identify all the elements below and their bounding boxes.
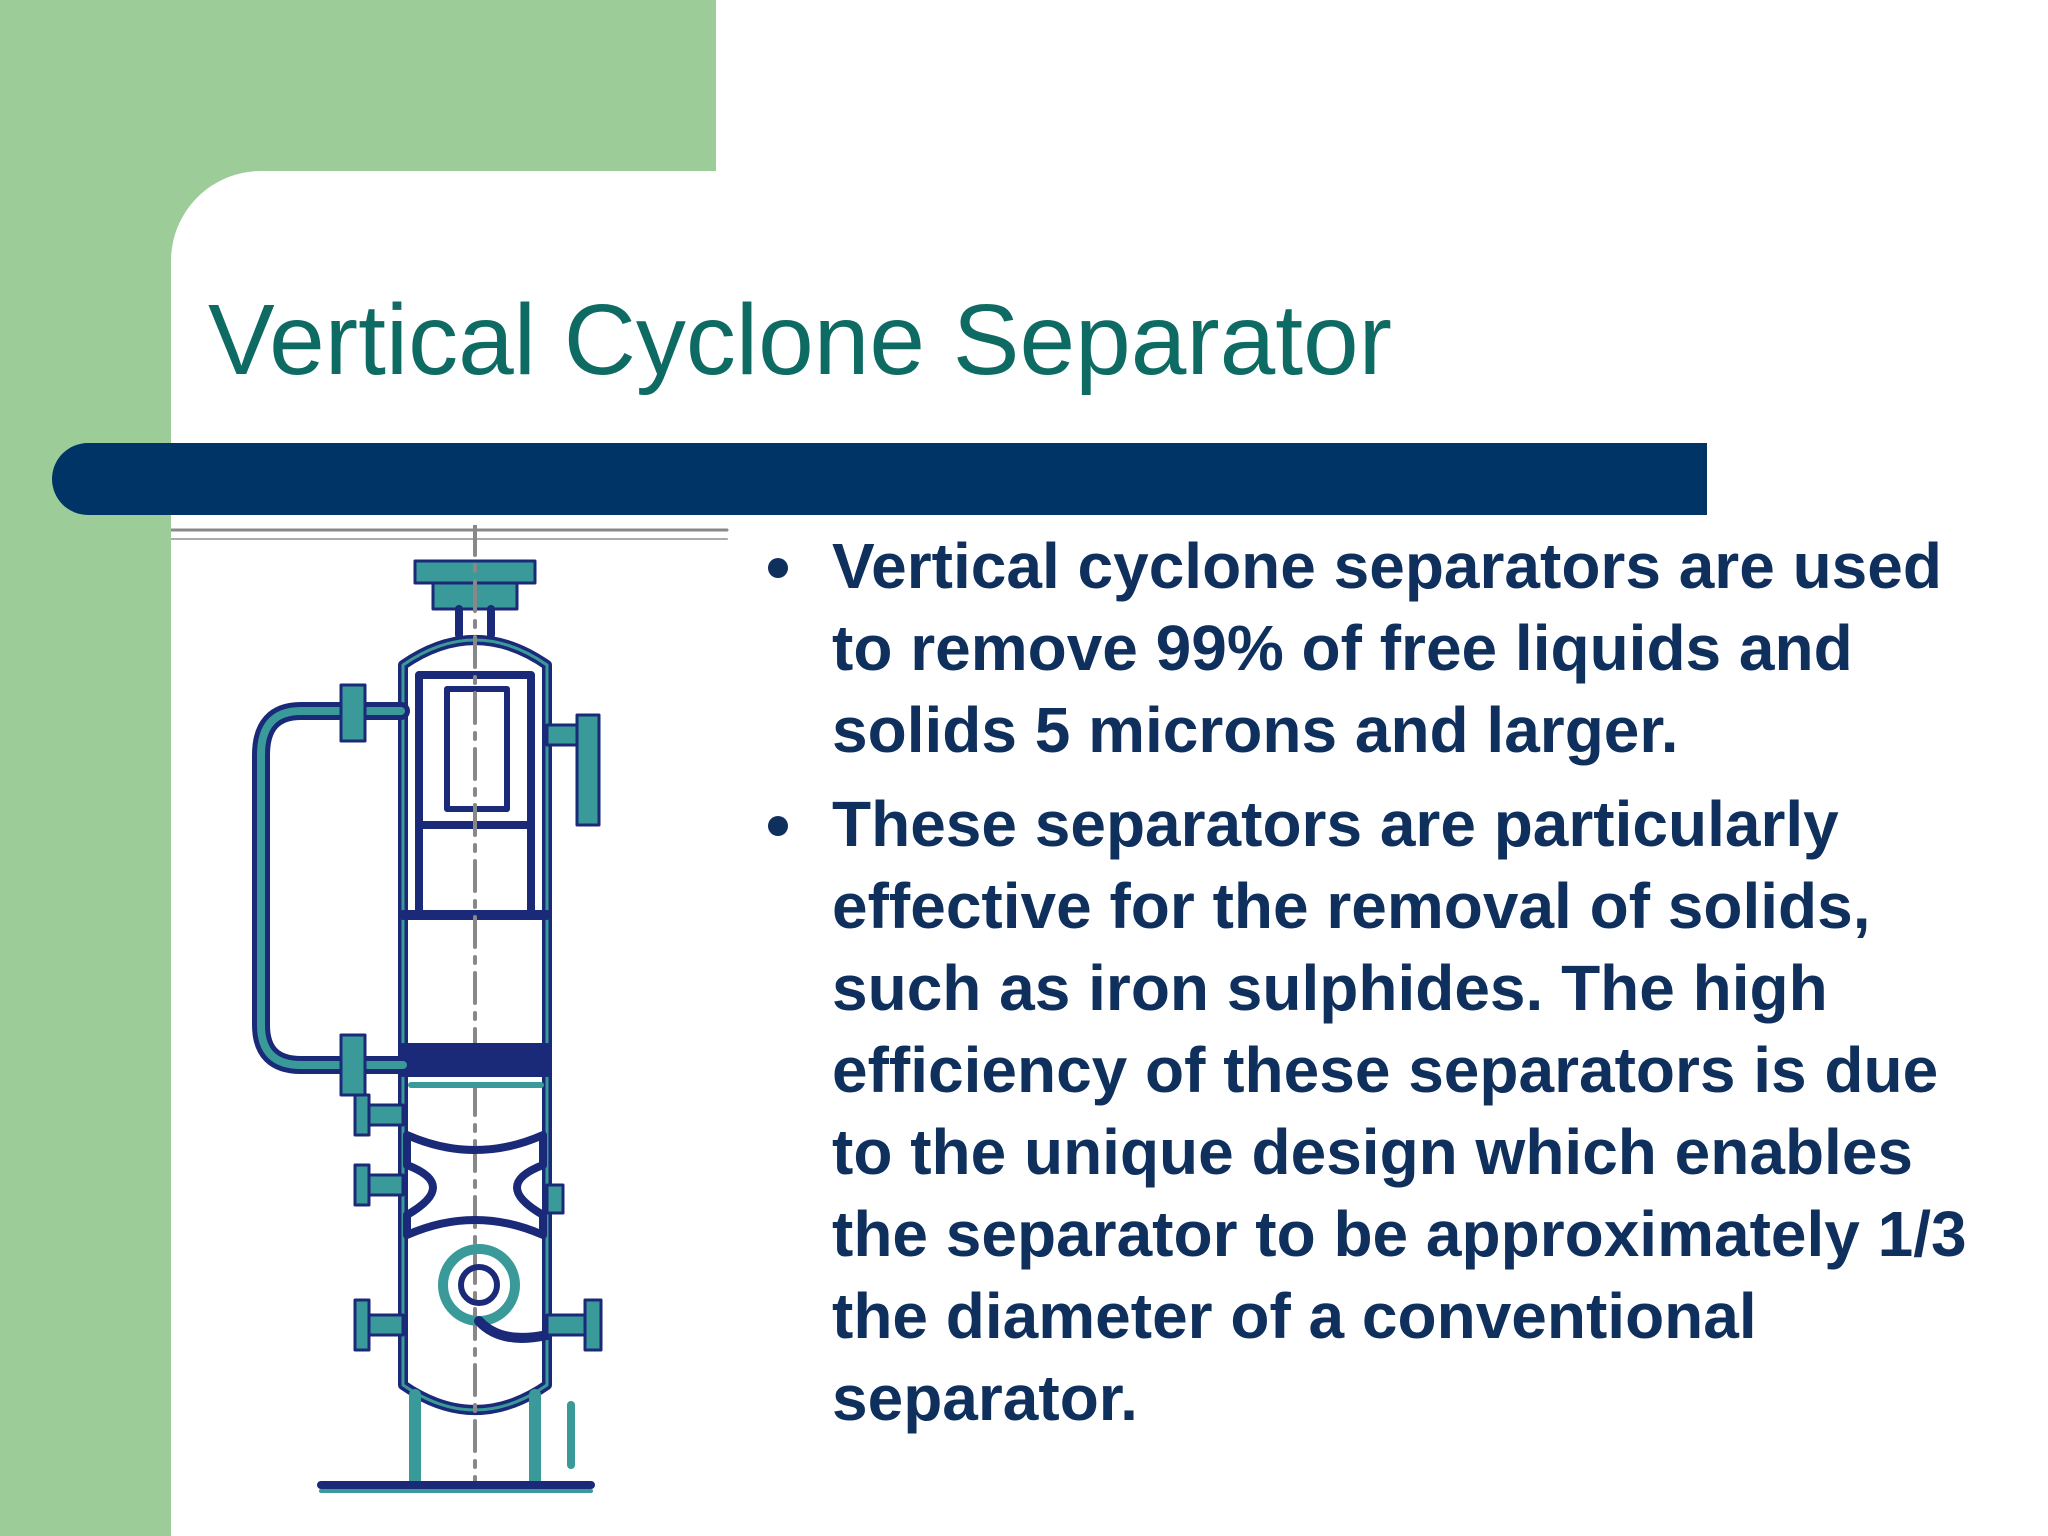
bullet-item: Vertical cyclone separators are used to … xyxy=(760,525,1990,771)
title-underline-bar xyxy=(52,443,1707,515)
bullet-dot-icon xyxy=(768,558,788,578)
content-panel xyxy=(171,171,2048,1536)
separator-drawing xyxy=(169,523,731,1495)
bullet-text: These separators are particularly effect… xyxy=(832,788,1967,1434)
separator-drawing-icon xyxy=(169,523,729,1493)
slide-title: Vertical Cyclone Separator xyxy=(208,284,1392,396)
bullet-text: Vertical cyclone separators are used to … xyxy=(832,530,1942,766)
bullet-item: These separators are particularly effect… xyxy=(760,783,1990,1439)
bullet-dot-icon xyxy=(768,816,788,836)
bullet-list: Vertical cyclone separators are used to … xyxy=(760,525,1990,1451)
